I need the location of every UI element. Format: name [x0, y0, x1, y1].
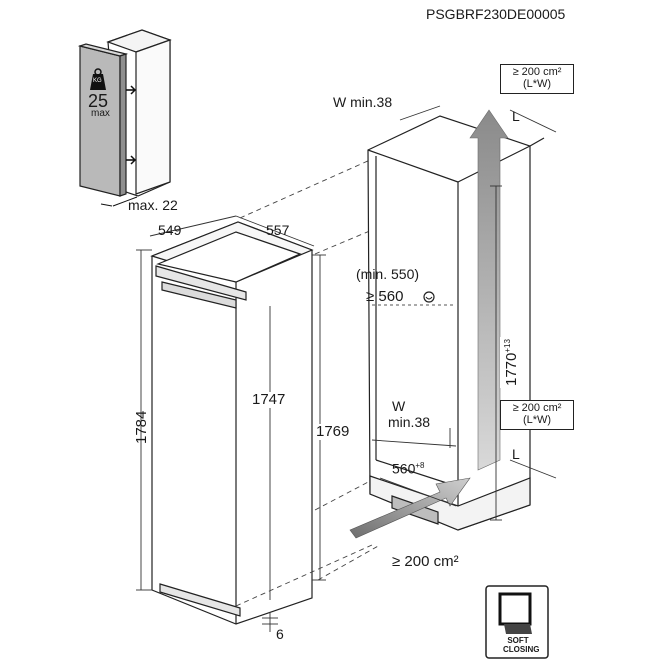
soft-closing-icon	[498, 592, 532, 626]
height-outer-label: 1769	[316, 423, 350, 440]
min-depth-alt-label: (min. 550)	[356, 266, 420, 282]
wall-bottom-label: W	[392, 398, 406, 414]
vent-top-box: ≥ 200 cm² (L*W)	[500, 64, 574, 94]
bottom-gap-label: 6	[276, 626, 284, 642]
gap-label: max. 22	[128, 197, 178, 213]
vent-bottom-line2: (L*W)	[522, 414, 552, 426]
door-arrow-upper	[126, 85, 137, 95]
soft-closing-label: SOFT CLOSING	[503, 636, 540, 654]
vent-floor-label: ≥ 200 cm²	[392, 553, 459, 570]
width-label: 557	[266, 222, 290, 238]
vent-top-line1: ≥ 200 cm²	[512, 66, 562, 78]
weight-badge-value: 25	[88, 91, 109, 111]
L-bottom-label: L	[512, 446, 520, 462]
door-mount-illustration	[77, 29, 172, 197]
projection-lines	[235, 159, 381, 607]
weight-badge-unit: max	[91, 108, 110, 119]
wall-bottom-value: min.38	[388, 414, 431, 430]
weight-icon	[90, 74, 106, 90]
soft-closing-line2: CLOSING	[503, 645, 540, 654]
gap-dimension	[100, 196, 138, 207]
vent-bottom-box: ≥ 200 cm² (L*W)	[500, 400, 574, 430]
min-depth-label: ≥ 560	[366, 288, 404, 305]
niche-height-label: 1770+13	[500, 337, 520, 388]
vent-top-line2: (L*W)	[522, 78, 552, 90]
L-top-label: L	[512, 108, 520, 124]
vent-bottom-line1: ≥ 200 cm²	[512, 402, 562, 414]
weight-badge-top: KG	[93, 78, 102, 84]
niche-dimensions	[371, 105, 557, 521]
hinge-icon	[423, 291, 435, 303]
height-inner-label: 1747	[252, 391, 286, 408]
soft-closing-line1: SOFT	[507, 636, 529, 645]
wall-top-label: W min.38	[333, 94, 393, 110]
document-code: PSGBRF230DE00005	[426, 6, 566, 22]
airflow-arrow-in	[349, 477, 471, 539]
niche-depth-bottom-label: 560+8	[392, 460, 425, 477]
depth-label: 549	[158, 222, 182, 238]
appliance-dimensions	[136, 215, 326, 632]
door-arrow-lower	[126, 155, 137, 165]
height-total-label: 1784	[133, 410, 150, 444]
appliance-body	[150, 221, 314, 625]
